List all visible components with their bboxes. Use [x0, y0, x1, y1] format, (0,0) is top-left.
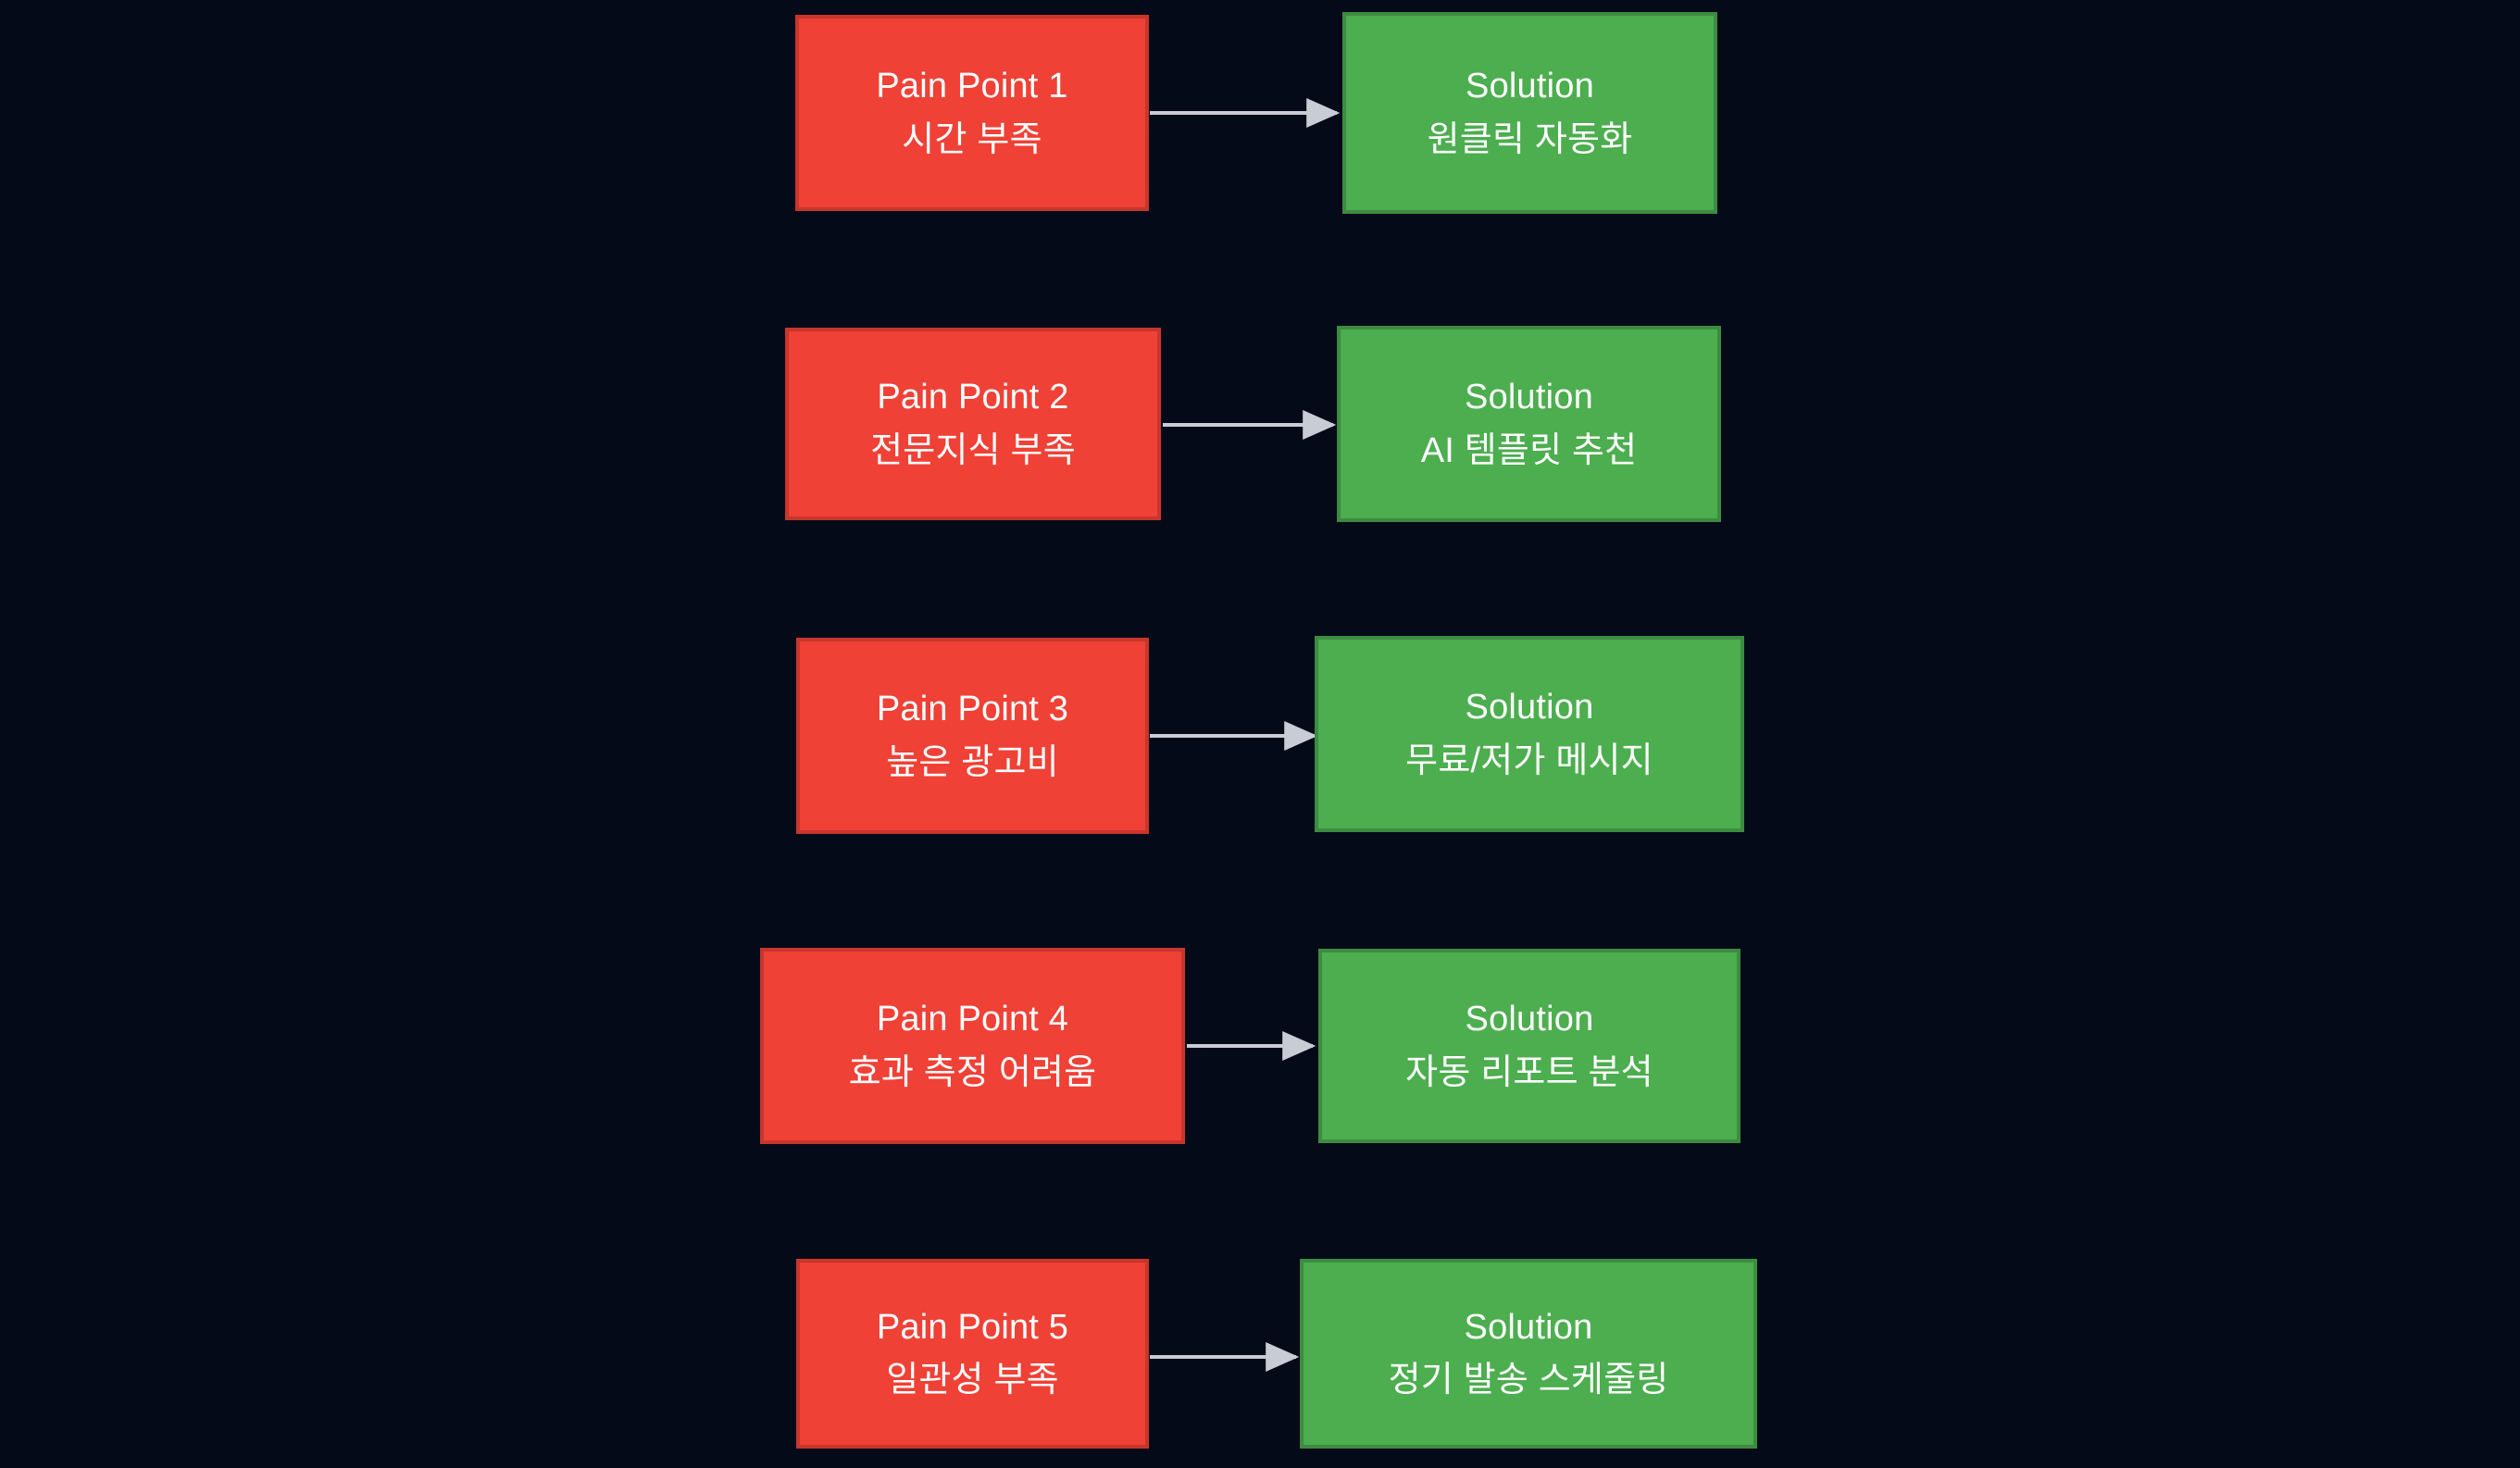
pain-point-node-2-detail: 전문지식 부족 — [870, 430, 1076, 470]
solution-node-5-detail: 정기 발송 스케줄링 — [1388, 1361, 1669, 1400]
pain-point-node-2-title: Pain Point 2 — [877, 378, 1069, 417]
solution-node-2-detail: AI 템플릿 추천 — [1420, 430, 1638, 470]
pain-point-node-1-detail: 시간 부족 — [902, 119, 1042, 159]
solution-node-1-detail: 원클릭 자동화 — [1427, 119, 1633, 159]
solution-node-5[interactable]: Solution 정기 발송 스케줄링 — [1300, 1259, 1757, 1449]
pain-point-node-3-title: Pain Point 3 — [876, 690, 1069, 729]
pain-point-node-1[interactable]: Pain Point 1 시간 부족 — [795, 15, 1149, 211]
pain-point-node-4[interactable]: Pain Point 4 효과 측정 어려움 — [760, 948, 1185, 1144]
solution-node-4-title: Solution — [1465, 1000, 1594, 1039]
pain-point-node-3[interactable]: Pain Point 3 높은 광고비 — [796, 638, 1149, 834]
solution-node-4[interactable]: Solution 자동 리포트 분석 — [1318, 949, 1740, 1143]
solution-node-4-detail: 자동 리포트 분석 — [1405, 1052, 1653, 1092]
solution-node-3-title: Solution — [1465, 688, 1594, 728]
pain-point-node-5-title: Pain Point 5 — [876, 1307, 1069, 1347]
pain-point-node-5[interactable]: Pain Point 5 일관성 부족 — [796, 1259, 1149, 1449]
solution-node-3[interactable]: Solution 무료/저가 메시지 — [1315, 636, 1744, 832]
solution-node-5-title: Solution — [1464, 1307, 1593, 1347]
pain-point-node-3-detail: 높은 광고비 — [886, 742, 1059, 782]
pain-point-node-4-detail: 효과 측정 어려움 — [848, 1052, 1097, 1092]
pain-point-node-4-title: Pain Point 4 — [876, 1000, 1069, 1039]
solution-node-2-title: Solution — [1465, 378, 1593, 417]
pain-point-node-1-title: Pain Point 1 — [876, 67, 1068, 106]
solution-node-3-detail: 무료/저가 메시지 — [1405, 740, 1653, 780]
pain-point-node-5-detail: 일관성 부족 — [886, 1361, 1059, 1400]
pain-point-node-2[interactable]: Pain Point 2 전문지식 부족 — [785, 328, 1161, 520]
solution-node-2[interactable]: Solution AI 템플릿 추천 — [1337, 326, 1721, 522]
solution-node-1-title: Solution — [1466, 67, 1594, 106]
solution-node-1[interactable]: Solution 원클릭 자동화 — [1342, 12, 1717, 214]
